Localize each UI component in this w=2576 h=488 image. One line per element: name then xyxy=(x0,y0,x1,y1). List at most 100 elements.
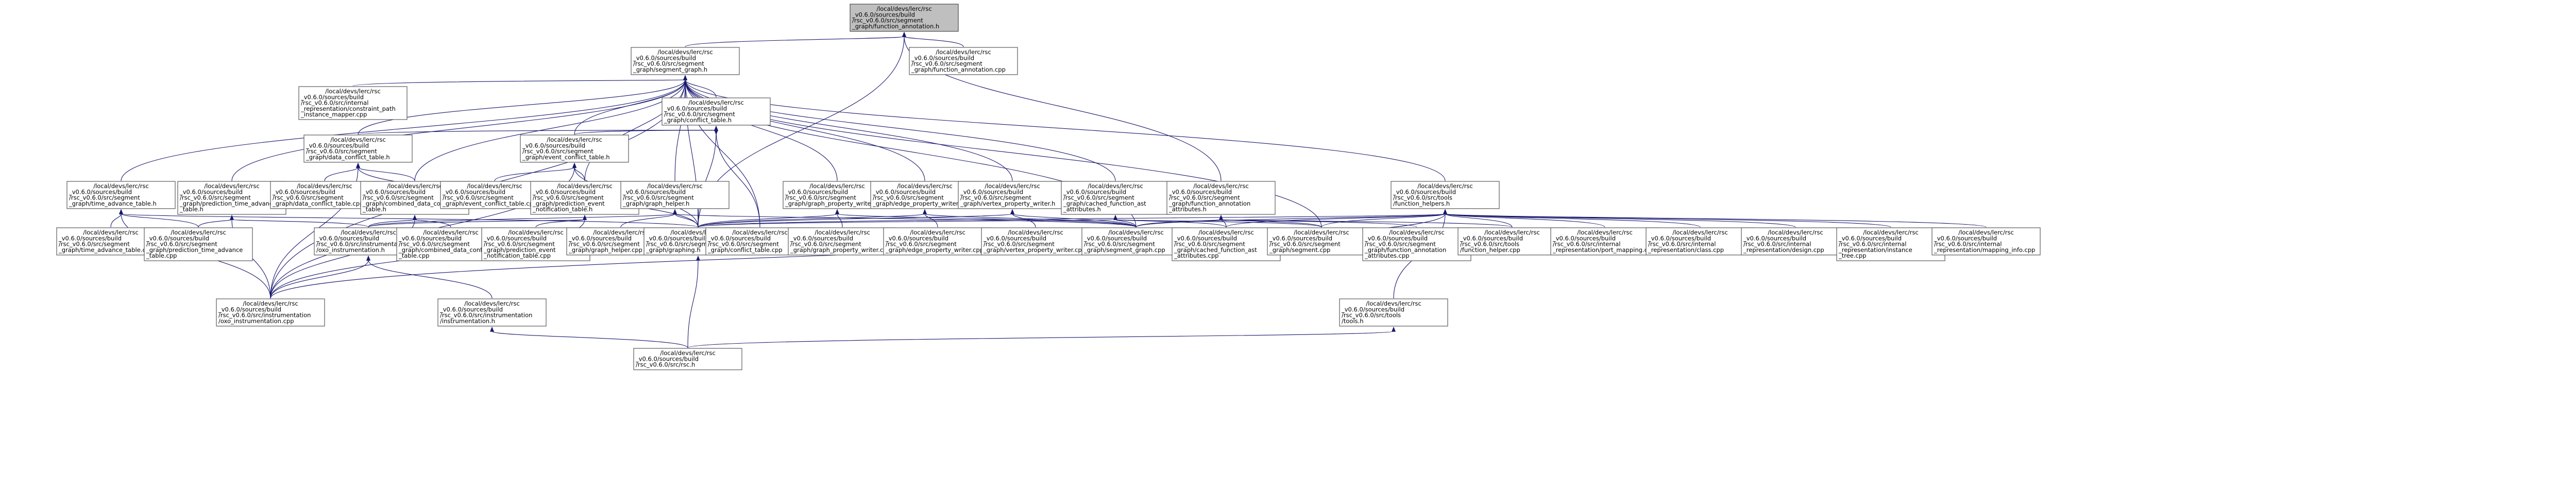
graph-node-vpw-h[interactable]: /local/devs/lerc/rsc_v0.6.0/sources/buil… xyxy=(958,181,1067,209)
node-label-line: _attributes.h xyxy=(1063,206,1101,213)
node-label-line: /rsc_v0.6.0/src/segment xyxy=(69,194,140,201)
node-label-line: /rsc_v0.6.0/src/segment xyxy=(664,111,735,118)
node-label-line: _attributes.h xyxy=(1168,206,1207,213)
graph-node-time-adv-h[interactable]: /local/devs/lerc/rsc_v0.6.0/sources/buil… xyxy=(66,181,176,209)
graph-node-segment-cpp[interactable]: /local/devs/lerc/rsc_v0.6.0/sources/buil… xyxy=(1267,227,1376,256)
graph-node-cached-cpp[interactable]: /local/devs/lerc/rsc_v0.6.0/sources/buil… xyxy=(1172,227,1281,261)
graph-node-conflict-h[interactable]: /local/devs/lerc/rsc_v0.6.0/sources/buil… xyxy=(662,97,771,126)
graph-node-graph-helper-h[interactable]: /local/devs/lerc/rsc_v0.6.0/sources/buil… xyxy=(620,181,730,209)
node-label-line: /local/devs/lerc/rsc xyxy=(464,300,520,307)
graph-node-vpw-cpp[interactable]: /local/devs/lerc/rsc_v0.6.0/sources/buil… xyxy=(981,227,1090,256)
graph-node-data-conf-h[interactable]: /local/devs/lerc/rsc_v0.6.0/sources/buil… xyxy=(303,134,413,163)
node-label-line: _table.cpp xyxy=(398,252,429,259)
node-label-line: /local/devs/lerc/rsc xyxy=(1198,229,1254,236)
dependency-edge xyxy=(324,162,360,181)
graph-node-design-cpp[interactable]: /local/devs/lerc/rsc_v0.6.0/sources/buil… xyxy=(1741,227,1850,256)
graph-node-oxo-cpp[interactable]: /local/devs/lerc/rsc_v0.6.0/sources/buil… xyxy=(216,298,325,327)
node-label-line: /rsc_v0.6.0/src/segment xyxy=(533,194,604,201)
node-label-line: /rsc_v0.6.0/src/internal xyxy=(1934,241,2002,248)
dependency-edge xyxy=(687,326,1396,348)
node-label-line: /local/devs/lerc/rsc xyxy=(876,5,932,12)
node-label-line: _representation/port_mapping.cpp xyxy=(1552,246,1655,254)
node-label-line: _v0.6.0/sources/build xyxy=(790,234,853,242)
node-label-line: /local/devs/lerc/rsc xyxy=(325,88,381,95)
node-label-line: _table.h xyxy=(362,206,386,213)
node-label-line: /rsc_v0.6.0/src/segment xyxy=(399,241,470,248)
node-label-line: _v0.6.0/sources/build xyxy=(664,105,727,112)
graph-node-mapping-info[interactable]: /local/devs/lerc/rsc_v0.6.0/sources/buil… xyxy=(1931,227,2041,256)
dependency-edge xyxy=(673,209,699,228)
node-label-line: _v0.6.0/sources/build xyxy=(785,188,848,195)
graph-node-instrum-h[interactable]: /local/devs/lerc/rsc_v0.6.0/sources/buil… xyxy=(437,298,547,327)
node-label-line: /local/devs/lerc/rsc xyxy=(1672,229,1728,236)
node-label-line: _v0.6.0/sources/build xyxy=(300,93,364,100)
node-label-line: _v0.6.0/sources/build xyxy=(1552,234,1616,242)
graph-node-pred-time-h[interactable]: /local/devs/lerc/rsc_v0.6.0/sources/buil… xyxy=(177,181,286,215)
node-label-line: /rsc_v0.6.0/src/internal xyxy=(1839,241,1906,248)
node-label-line: _v0.6.0/sources/build xyxy=(646,234,709,242)
node-label-line: _graph/function_annotation xyxy=(1364,246,1446,254)
graph-node-faa-h[interactable]: /local/devs/lerc/rsc_v0.6.0/sources/buil… xyxy=(1166,181,1276,215)
dependency-edge xyxy=(683,75,1116,181)
graph-node-faa-cpp[interactable]: /local/devs/lerc/rsc_v0.6.0/sources/buil… xyxy=(1362,227,1471,261)
graph-node-class-cpp[interactable]: /local/devs/lerc/rsc_v0.6.0/sources/buil… xyxy=(1646,227,1755,256)
graph-node-tools-h[interactable]: /local/devs/lerc/rsc_v0.6.0/sources/buil… xyxy=(1339,298,1448,327)
graph-node-gpw-cpp[interactable]: /local/devs/lerc/rsc_v0.6.0/sources/buil… xyxy=(788,227,897,256)
node-label-line: /instrumentation.h xyxy=(440,317,495,325)
dependency-edge xyxy=(490,326,688,348)
graph-node-event-conf-h[interactable]: /local/devs/lerc/rsc_v0.6.0/sources/buil… xyxy=(520,134,629,163)
node-label-line: _graph/segment_graph.cpp xyxy=(1083,246,1165,254)
node-label-line: /local/devs/lerc/rsc xyxy=(647,182,703,190)
dependency-edge xyxy=(1321,209,1447,228)
node-box xyxy=(66,181,176,209)
dependency-edge xyxy=(368,215,417,228)
graph-node-pred-time-cpp[interactable]: /local/devs/lerc/rsc_v0.6.0/sources/buil… xyxy=(144,227,253,261)
dependency-edge xyxy=(687,255,700,348)
graph-node-gpw-h[interactable]: /local/devs/lerc/rsc_v0.6.0/sources/buil… xyxy=(783,181,892,209)
node-label-line: /function_helpers.h xyxy=(1393,200,1450,207)
node-label-line: _v0.6.0/sources/build xyxy=(960,188,1023,195)
dependency-edge xyxy=(119,209,699,228)
node-box xyxy=(620,181,730,209)
graph-node-epw-cpp[interactable]: /local/devs/lerc/rsc_v0.6.0/sources/buil… xyxy=(883,227,992,256)
node-box xyxy=(437,298,547,327)
graph-node-seg-h[interactable]: /local/devs/lerc/rsc_v0.6.0/sources/buil… xyxy=(631,47,740,75)
node-box xyxy=(303,134,413,163)
dependency-edge xyxy=(698,215,1117,228)
node-label-line: /rsc_v0.6.0/src/tools xyxy=(1460,241,1519,248)
node-label-line: /local/devs/lerc/rsc xyxy=(83,229,139,236)
node-label-line: _graph/event_conflict_table.h xyxy=(522,154,610,161)
dependency-edge xyxy=(368,215,587,228)
node-label-line: _v0.6.0/sources/build xyxy=(218,306,281,313)
node-label-line: _graph/segment.cpp xyxy=(1269,246,1330,254)
graph-node-rsc-h[interactable]: /local/devs/lerc/rsc_v0.6.0/sources/buil… xyxy=(633,348,742,371)
node-label-line: _graph/function_annotation xyxy=(1168,200,1250,207)
node-label-line: _v0.6.0/sources/build xyxy=(1838,234,1902,242)
node-label-line: _attributes.cpp xyxy=(1364,252,1409,259)
node-label-line: _v0.6.0/sources/build xyxy=(1269,234,1332,242)
node-box xyxy=(788,227,897,256)
dependency-edge xyxy=(835,209,1137,228)
node-label-line: /rsc_v0.6.0/src/segment xyxy=(646,241,717,248)
graph-node-fhelpers-h[interactable]: /local/devs/lerc/rsc_v0.6.0/sources/buil… xyxy=(1391,181,1500,209)
graph-node-port-map[interactable]: /local/devs/lerc/rsc_v0.6.0/sources/buil… xyxy=(1550,227,1659,256)
node-label-line: _v0.6.0/sources/build xyxy=(522,142,585,149)
node-label-line: _v0.6.0/sources/build xyxy=(1083,234,1147,242)
graph-node-fhelper-cpp[interactable]: /local/devs/lerc/rsc_v0.6.0/sources/buil… xyxy=(1458,227,1567,256)
graph-node-inst-tree[interactable]: /local/devs/lerc/rsc_v0.6.0/sources/buil… xyxy=(1836,227,1945,261)
node-label-line: /rsc_v0.6.0/src/segment xyxy=(633,60,704,68)
node-label-line: _v0.6.0/sources/build xyxy=(911,54,974,61)
dependency-edge xyxy=(368,209,677,228)
graph-node-event-conf-cpp[interactable]: /local/devs/lerc/rsc_v0.6.0/sources/buil… xyxy=(440,181,549,209)
graph-node-const-path[interactable]: /local/devs/lerc/rsc_v0.6.0/sources/buil… xyxy=(298,86,408,120)
graph-node-cached-h[interactable]: /local/devs/lerc/rsc_v0.6.0/sources/buil… xyxy=(1061,181,1170,215)
node-label-line: _v0.6.0/sources/build xyxy=(316,234,379,242)
node-label-line: /local/devs/lerc/rsc xyxy=(815,229,870,236)
graph-node-root[interactable]: /local/devs/lerc/rsc_v0.6.0/sources/buil… xyxy=(850,4,959,32)
dependency-edge xyxy=(1219,215,1513,228)
graph-node-fa-cpp[interactable]: /local/devs/lerc/rsc_v0.6.0/sources/buil… xyxy=(909,47,1018,75)
node-box xyxy=(144,227,253,261)
node-label-line: /rsc_v0.6.0/src/segment xyxy=(960,194,1031,201)
dependency-edge xyxy=(698,125,718,228)
